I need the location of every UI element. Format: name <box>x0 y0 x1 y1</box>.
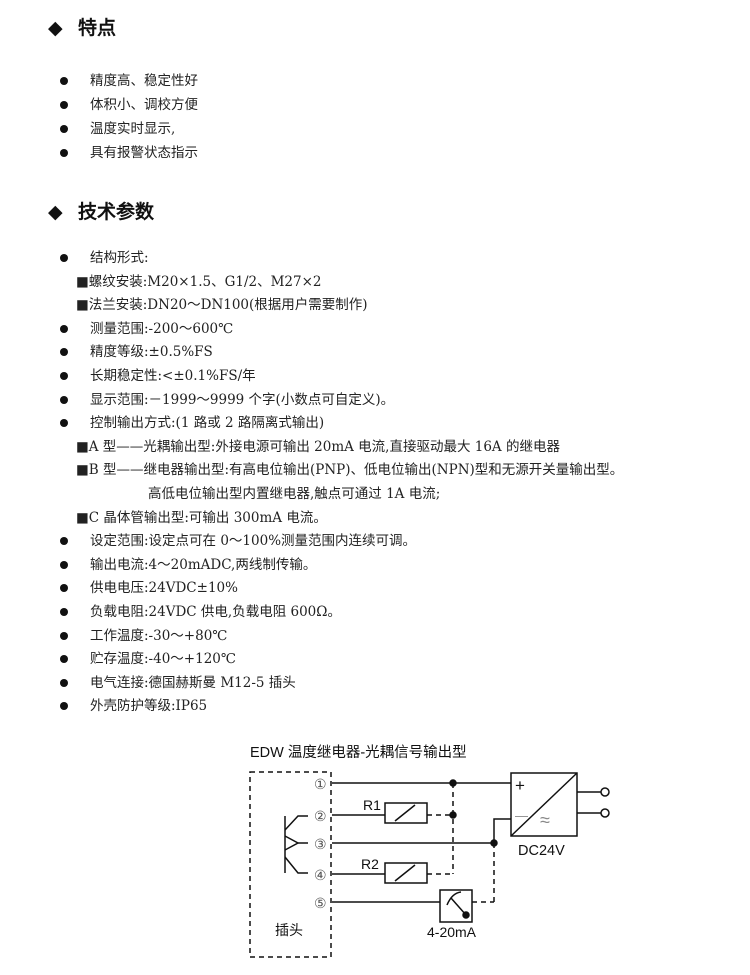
current-meter <box>439 889 473 923</box>
output-terminal <box>600 808 610 818</box>
meter-label: 4-20mA <box>427 924 477 940</box>
diamond-icon: ◆ <box>48 201 63 223</box>
bullet-icon <box>60 101 68 109</box>
spec-text: ■螺纹安装:M20×1.5、G1/2、M27×2 <box>76 273 322 290</box>
spec-text: 结构形式: <box>90 250 149 266</box>
terminal-3: ③ <box>314 837 327 853</box>
diagram-title: EDW 温度继电器-光耦信号输出型 <box>250 744 467 761</box>
r1-label: R1 <box>363 797 381 813</box>
terminal-5: ⑤ <box>314 896 327 912</box>
bullet-icon <box>60 702 68 711</box>
feature-text: 温度实时显示, <box>90 121 176 137</box>
plug-box <box>249 771 332 958</box>
spec-text: 贮存温度:-40～+120℃ <box>90 651 236 668</box>
bullet-icon <box>60 608 68 616</box>
plus-sign: + <box>515 776 525 795</box>
spec-text: 负载电阻:24VDC 供电,负载电阻 600Ω。 <box>90 604 341 620</box>
specs-heading: ◆技术参数 <box>48 201 155 223</box>
spec-text: 设定范围:设定点可在 0～100%测量范围内连续可调。 <box>90 533 417 550</box>
spec-text: 外壳防护等级:IP65 <box>90 698 208 715</box>
terminal-2: ② <box>314 809 327 825</box>
r2-label: R2 <box>361 856 379 872</box>
bullet-icon <box>60 419 68 428</box>
spec-text: 长期稳定性:<±0.1%FS/年 <box>90 368 256 384</box>
spec-text: 供电电压:24VDC±10% <box>90 580 238 597</box>
feature-text: 精度高、稳定性好 <box>90 73 198 89</box>
features-heading: ◆特点 <box>48 17 117 39</box>
spec-text: ■B 型——继电器输出型:有高电位输出(PNP)、低电位输出(NPN)型和无源开… <box>76 462 624 479</box>
bullet-icon <box>60 348 68 357</box>
output-terminal <box>600 787 610 797</box>
feature-text: 具有报警状态指示 <box>90 145 198 161</box>
bullet-icon <box>60 395 68 404</box>
diamond-icon: ◆ <box>48 17 63 39</box>
bullet-icon <box>60 678 68 687</box>
terminal-4: ④ <box>314 868 327 884</box>
bullet-icon <box>60 584 68 593</box>
spec-text: 输出电流:4～20mADC,两线制传输。 <box>90 556 317 573</box>
spec-text: 电气连接:德国赫斯曼 M12-5 插头 <box>90 674 296 691</box>
bullet-icon <box>60 77 68 85</box>
bullet-icon <box>60 324 68 333</box>
spec-text: 工作温度:-30～+80℃ <box>90 627 228 644</box>
spec-text: 测量范围:-200～600℃ <box>90 320 234 337</box>
bullet-icon <box>60 125 68 133</box>
feature-text: 体积小、调校方便 <box>90 97 198 113</box>
relay-r1 <box>384 802 428 824</box>
spec-text: ■法兰安装:DN20～DN100(根据用户需要制作) <box>76 297 368 314</box>
bullet-icon <box>60 372 68 380</box>
ac-symbol: ≈ <box>540 810 550 830</box>
bullet-icon <box>60 655 68 664</box>
minus-sign: — <box>515 808 528 823</box>
bullet-icon <box>60 631 68 640</box>
spec-text: 控制输出方式:(1 路或 2 路隔离式输出) <box>90 415 325 432</box>
terminal-1: ① <box>314 777 327 793</box>
power-supply-box <box>510 772 578 837</box>
spec-text: ■C 晶体管输出型:可输出 300mA 电流。 <box>76 509 327 526</box>
bullet-icon <box>60 149 68 157</box>
bullet-icon <box>60 560 68 569</box>
spec-text: 显示范围:－1999～9999 个字(小数点可自定义)。 <box>90 391 395 408</box>
bullet-icon <box>60 254 68 262</box>
terminal-labels: ① ② ③ ④ ⑤ <box>314 777 327 912</box>
supply-label: DC24V <box>518 843 565 859</box>
transistor-symbol <box>284 815 308 874</box>
relay-r2 <box>384 862 428 884</box>
spec-text: 精度等级:±0.5%FS <box>90 344 213 361</box>
spec-text: 高低电位输出型内置继电器,触点可通过 1A 电流; <box>148 486 441 502</box>
spec-text: ■A 型——光耦输出型:外接电源可输出 20mA 电流,直接驱动最大 16A 的… <box>76 438 560 455</box>
bullet-icon <box>60 537 68 546</box>
plug-label: 插头 <box>275 922 303 938</box>
